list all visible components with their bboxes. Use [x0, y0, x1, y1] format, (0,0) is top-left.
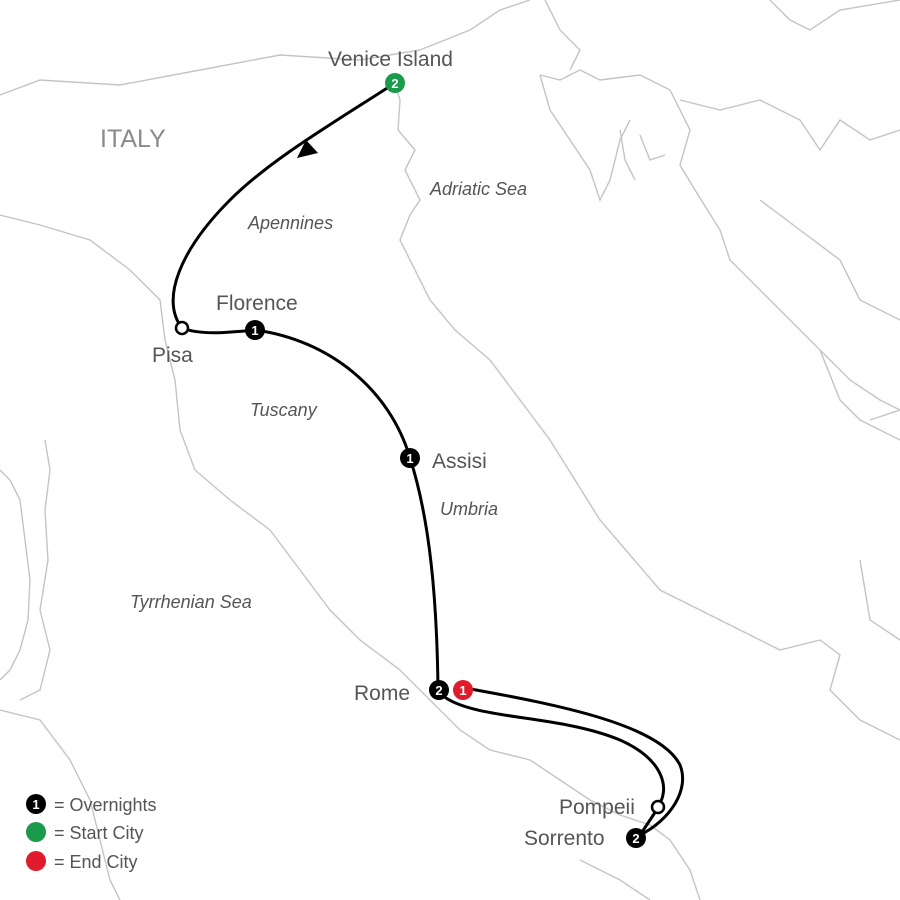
legend-overnights-label: = Overnights: [54, 795, 157, 815]
region-label-tuscany: Tuscany: [250, 400, 318, 420]
sorrento-nights: 2: [632, 831, 639, 846]
legend-start: = Start City: [26, 822, 144, 843]
city-marker-pompeii: [650, 799, 666, 815]
city-label-venice: Venice Island: [328, 48, 453, 71]
route: [171, 81, 685, 837]
venice-nights: 2: [391, 76, 398, 91]
route-segment-assisi-rome: [408, 456, 440, 692]
city-label-pompeii: Pompeii: [559, 796, 635, 819]
legend-overnights: 1 = Overnights: [26, 794, 157, 815]
region-label-tyrrhenian: Tyrrhenian Sea: [130, 592, 252, 612]
city-marker-rome-end: 1: [453, 680, 473, 700]
legend-overnights-symbol: 1: [32, 797, 39, 812]
region-label-apennines: Apennines: [247, 213, 333, 233]
direction-arrow-icon: [297, 140, 318, 158]
city-label-florence: Florence: [216, 292, 298, 315]
legend-start-label: = Start City: [54, 823, 144, 843]
city-label-sorrento: Sorrento: [524, 827, 605, 850]
city-marker-assisi: 1: [400, 448, 420, 468]
rome-nights: 2: [435, 683, 442, 698]
city-marker-sorrento: 2: [626, 828, 646, 848]
city-label-assisi: Assisi: [432, 450, 487, 473]
route-segment-pisa-florence: [180, 326, 257, 335]
legend: 1 = Overnights = Start City = End City: [26, 794, 157, 872]
city-marker-rome: 2: [429, 680, 449, 700]
country-label: ITALY: [100, 125, 166, 153]
florence-nights: 1: [251, 323, 258, 338]
route-segment-florence-assisi: [253, 328, 412, 460]
legend-end-label: = End City: [54, 852, 138, 872]
route-segment-venice-pisa: [171, 81, 397, 330]
assisi-nights: 1: [406, 451, 413, 466]
route-segment-rome-pompeii: [444, 696, 666, 808]
city-marker-pisa: [174, 320, 190, 336]
route-segment-sorrento-rome: [463, 686, 685, 837]
region-label-adriatic: Adriatic Sea: [429, 179, 527, 199]
region-label-umbria: Umbria: [440, 499, 498, 519]
city-marker-venice: 2: [385, 73, 405, 93]
city-label-rome: Rome: [354, 682, 410, 705]
city-label-pisa: Pisa: [152, 344, 193, 367]
city-marker-florence: 1: [245, 320, 265, 340]
legend-end: = End City: [26, 851, 138, 872]
rome-end-nights: 1: [459, 683, 466, 698]
